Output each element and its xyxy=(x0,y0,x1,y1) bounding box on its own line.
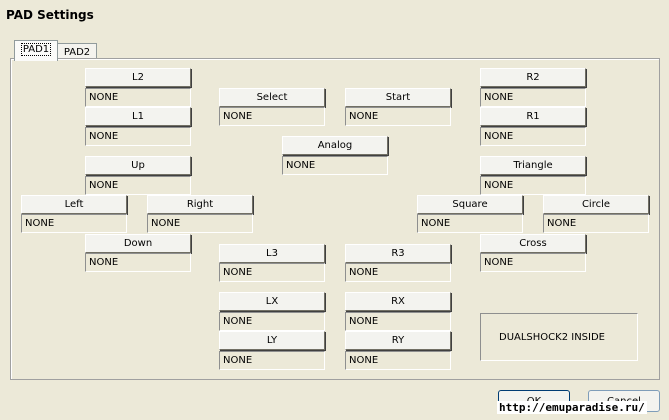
l3-button[interactable]: L3 xyxy=(219,244,325,263)
r1-button[interactable]: R1 xyxy=(480,107,586,126)
window-titlebar: PAD Settings xyxy=(0,0,669,30)
ly-binding-field[interactable]: NONE xyxy=(219,351,325,370)
tab-pad1[interactable]: PAD1 xyxy=(14,40,58,61)
select-button[interactable]: Select xyxy=(219,88,325,107)
window-title: PAD Settings xyxy=(6,8,94,22)
left-binding-field[interactable]: NONE xyxy=(21,214,127,233)
r2-button[interactable]: R2 xyxy=(480,68,586,87)
r2-binding-field[interactable]: NONE xyxy=(480,88,586,107)
start-button[interactable]: Start xyxy=(345,88,451,107)
start-binding-field[interactable]: NONE xyxy=(345,107,451,126)
up-button[interactable]: Up xyxy=(85,156,191,175)
tab-pad2-label: PAD2 xyxy=(63,47,91,58)
l2-binding-field[interactable]: NONE xyxy=(85,88,191,107)
l1-binding-field[interactable]: NONE xyxy=(85,127,191,146)
cross-binding-field[interactable]: NONE xyxy=(480,253,586,272)
circle-button[interactable]: Circle xyxy=(543,195,649,214)
analog-binding-field[interactable]: NONE xyxy=(282,156,388,175)
controller-info-box: DUALSHOCK2 INSIDE xyxy=(480,313,638,361)
r3-binding-field[interactable]: NONE xyxy=(345,263,451,282)
r3-button[interactable]: R3 xyxy=(345,244,451,263)
triangle-binding-field[interactable]: NONE xyxy=(480,176,586,195)
right-binding-field[interactable]: NONE xyxy=(147,214,253,233)
left-button[interactable]: Left xyxy=(21,195,127,214)
cross-button[interactable]: Cross xyxy=(480,234,586,253)
down-button[interactable]: Down xyxy=(85,234,191,253)
rx-binding-field[interactable]: NONE xyxy=(345,312,451,331)
r1-binding-field[interactable]: NONE xyxy=(480,127,586,146)
ry-binding-field[interactable]: NONE xyxy=(345,351,451,370)
lx-button[interactable]: LX xyxy=(219,292,325,311)
select-binding-field[interactable]: NONE xyxy=(219,107,325,126)
ly-button[interactable]: LY xyxy=(219,331,325,350)
down-binding-field[interactable]: NONE xyxy=(85,253,191,272)
tab-pad1-label: PAD1 xyxy=(20,43,52,56)
analog-button[interactable]: Analog xyxy=(282,136,388,155)
l1-button[interactable]: L1 xyxy=(85,107,191,126)
watermark-url: http://emuparadise.ru/ xyxy=(497,401,647,414)
right-button[interactable]: Right xyxy=(147,195,253,214)
ry-button[interactable]: RY xyxy=(345,331,451,350)
lx-binding-field[interactable]: NONE xyxy=(219,312,325,331)
rx-button[interactable]: RX xyxy=(345,292,451,311)
controller-info-text: DUALSHOCK2 INSIDE xyxy=(499,332,605,343)
circle-binding-field[interactable]: NONE xyxy=(543,214,649,233)
l2-button[interactable]: L2 xyxy=(85,68,191,87)
square-button[interactable]: Square xyxy=(417,195,523,214)
l3-binding-field[interactable]: NONE xyxy=(219,263,325,282)
up-binding-field[interactable]: NONE xyxy=(85,176,191,195)
square-binding-field[interactable]: NONE xyxy=(417,214,523,233)
triangle-button[interactable]: Triangle xyxy=(480,156,586,175)
